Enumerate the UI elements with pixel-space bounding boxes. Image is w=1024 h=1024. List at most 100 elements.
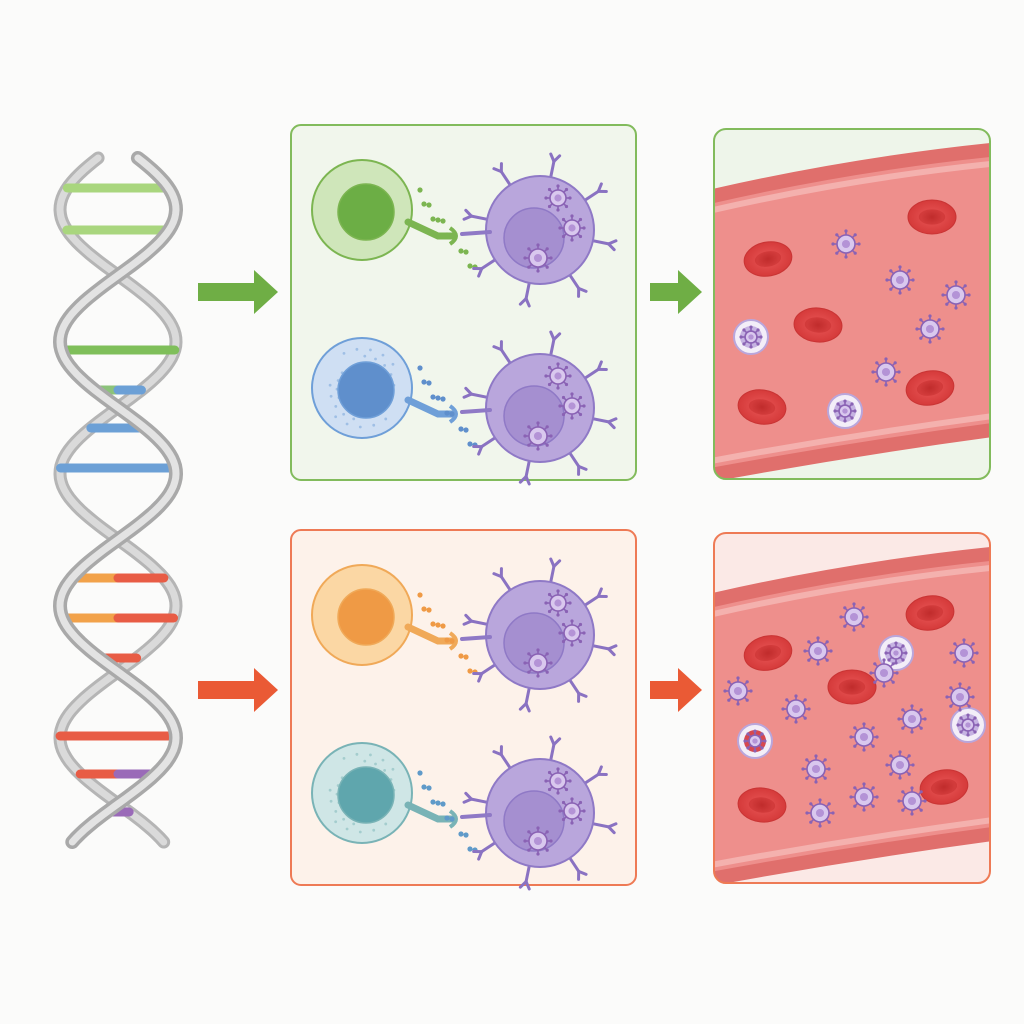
virus-icon xyxy=(915,314,945,344)
virus-icon xyxy=(523,243,553,273)
infected-cell-icon xyxy=(878,635,914,671)
infected-cell-icon xyxy=(733,319,769,355)
cytokine-dot xyxy=(444,232,450,238)
cytokine-dot xyxy=(463,427,469,433)
cytokine-dot xyxy=(467,441,473,447)
vessel-panel-bottom xyxy=(713,532,991,884)
cytokine-dot xyxy=(417,187,423,193)
t-cell-icon xyxy=(311,742,458,844)
t-cell-macrophage-pair xyxy=(311,330,618,486)
cytokine-dot xyxy=(458,426,464,432)
cytokine-dot xyxy=(440,801,446,807)
virus-icon xyxy=(544,184,572,212)
cytokine-dot xyxy=(449,411,455,417)
cytokine-dot xyxy=(467,263,473,269)
cytokine-dot xyxy=(467,846,473,852)
vessel-wall xyxy=(714,142,990,206)
virus-icon xyxy=(833,399,857,423)
virus-icon xyxy=(544,362,572,390)
vessel-wall xyxy=(714,422,990,479)
t-cell-macrophage-pair xyxy=(311,557,618,713)
t-cell-icon xyxy=(311,564,458,666)
vessel-wall xyxy=(714,546,990,610)
cytokine-dot xyxy=(430,394,436,400)
macrophage-icon xyxy=(460,735,618,891)
cytokine-dot xyxy=(430,799,436,805)
red-blood-cell-icon xyxy=(793,307,843,343)
panel-frame xyxy=(713,128,991,480)
cytokine-dot xyxy=(435,395,441,401)
macrophage-icon xyxy=(460,152,618,308)
red-blood-cell-icon xyxy=(743,635,793,671)
cytokine-dot xyxy=(444,410,450,416)
cytokine-dot xyxy=(449,638,455,644)
cytokine-dot xyxy=(430,621,436,627)
cytokine-dot xyxy=(430,216,436,222)
cytokine-dot xyxy=(458,248,464,254)
cytokine-dot xyxy=(440,218,446,224)
virus-icon xyxy=(558,797,586,825)
virus-icon xyxy=(523,648,553,678)
arrows xyxy=(198,270,702,712)
cytokine-dot xyxy=(463,249,469,255)
dna-helix-icon xyxy=(52,151,184,849)
cytokine-dot xyxy=(458,653,464,659)
virus-icon xyxy=(941,280,971,310)
red-blood-cell-icon xyxy=(905,370,955,406)
cytokine-dot xyxy=(426,380,432,386)
virus-icon xyxy=(945,682,975,712)
cytokine-dot xyxy=(463,832,469,838)
blood-vessel-icon xyxy=(714,129,990,479)
virus-icon xyxy=(949,638,979,668)
red-blood-cell-icon xyxy=(737,389,787,425)
arrow-right-icon xyxy=(650,270,702,314)
cytokine-dot xyxy=(421,379,427,385)
virus-icon xyxy=(544,767,572,795)
cytokine-dot xyxy=(421,606,427,612)
red-blood-cell-icon xyxy=(737,787,787,823)
t-cell-icon xyxy=(311,337,458,439)
virus-icon xyxy=(739,325,763,349)
cytokine-dot xyxy=(426,202,432,208)
cytokine-dot xyxy=(417,592,423,598)
virus-icon xyxy=(885,750,915,780)
immune-panel-bottom xyxy=(290,529,637,891)
macrophage-icon xyxy=(460,330,618,486)
cytokine-dot xyxy=(444,637,450,643)
virus-icon xyxy=(801,754,831,784)
virus-icon xyxy=(803,636,833,666)
arrow-right-icon xyxy=(650,668,702,712)
t-cell-macrophage-pair xyxy=(311,735,618,891)
virus-icon xyxy=(897,786,927,816)
cytokine-dot xyxy=(426,607,432,613)
vessel-wall xyxy=(714,826,990,883)
cytokine-dot xyxy=(426,785,432,791)
virus-icon xyxy=(871,357,901,387)
virus-icon xyxy=(884,641,908,665)
cytokine-dot xyxy=(458,831,464,837)
cytokine-dot xyxy=(417,770,423,776)
cytokine-dot xyxy=(449,816,455,822)
cytokine-dot xyxy=(467,668,473,674)
cytokine-dot xyxy=(435,217,441,223)
virus-icon xyxy=(831,229,861,259)
immune-panels xyxy=(290,124,637,891)
t-cell-icon xyxy=(311,159,458,261)
cytokine-dot xyxy=(435,622,441,628)
red-blood-cell-icon xyxy=(743,241,793,277)
cytokine-dot xyxy=(417,365,423,371)
virus-icon xyxy=(805,798,835,828)
virus-icon xyxy=(897,704,927,734)
virus-icon xyxy=(839,602,869,632)
virus-icon xyxy=(558,392,586,420)
arrow-right-icon xyxy=(198,668,278,712)
t-cell-macrophage-pair xyxy=(311,152,618,308)
cytokine-dot xyxy=(449,233,455,239)
cytokine-dot xyxy=(435,800,441,806)
cytokine-dot xyxy=(421,201,427,207)
cytokine-dot xyxy=(440,623,446,629)
immune-panel-top xyxy=(290,124,637,486)
arrow-right-icon xyxy=(198,270,278,314)
